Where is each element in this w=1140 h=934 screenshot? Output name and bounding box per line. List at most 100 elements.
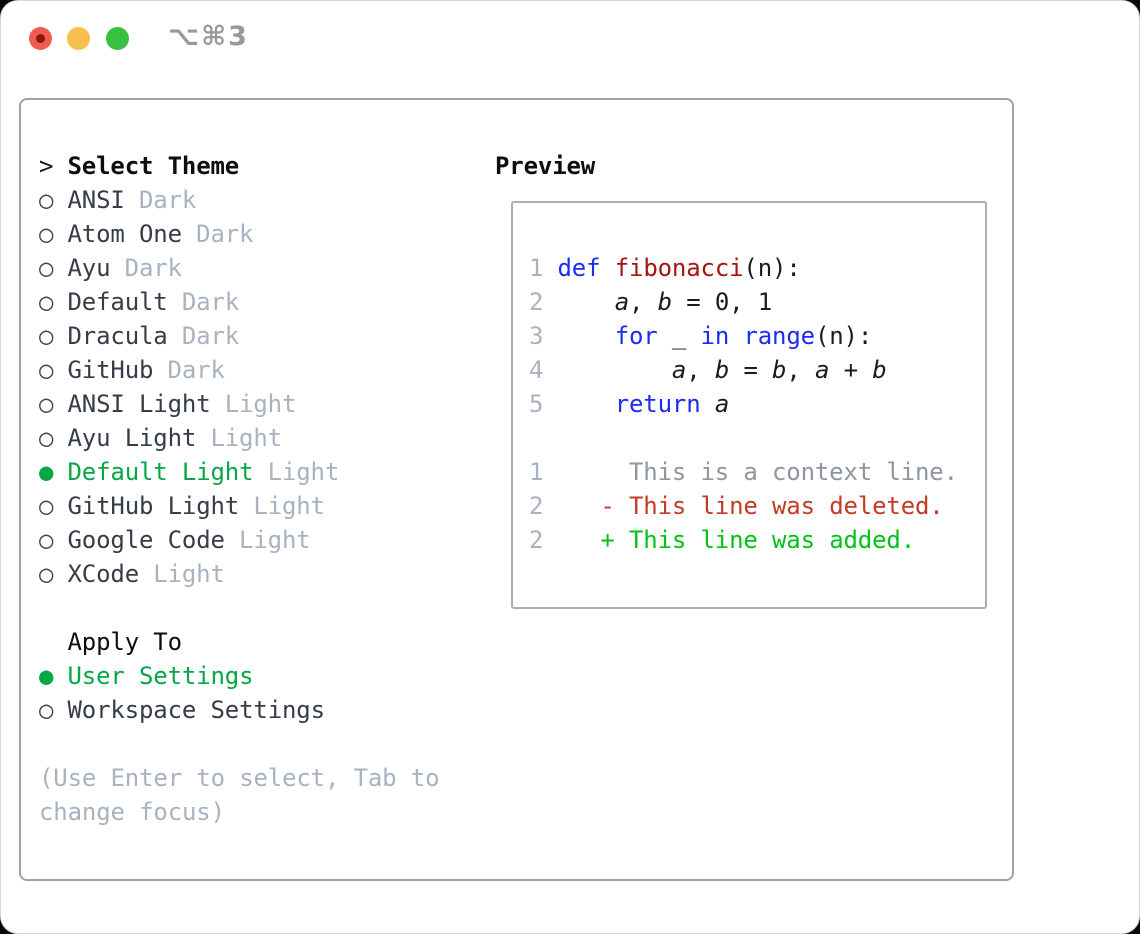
apply-option-user-settings[interactable]: ● User Settings [39,659,325,693]
apply-to-header: Apply To [39,625,325,659]
preview-line-9: 2 + This line was added. [529,523,958,557]
radio-icon: ○ [39,288,54,316]
line-number: 1 [529,254,544,282]
theme-item-ansi[interactable]: ○ ANSI Dark [39,183,339,217]
radio-icon: ○ [39,526,54,554]
preview-line-4: 4 a, b = b, a + b [529,353,958,387]
theme-item-xcode[interactable]: ○ XCode Light [39,557,339,591]
theme-item-label: ANSI Light [67,390,211,418]
line-number: 5 [529,390,544,418]
preview-title-row: Preview [495,149,595,183]
apply-to-block: Apply To ● User Settings ○ Workspace Set… [39,625,325,727]
theme-item-github-light[interactable]: ○ GitHub Light Light [39,489,339,523]
theme-item-dracula[interactable]: ○ Dracula Dark [39,319,339,353]
line-number: 3 [529,322,544,350]
theme-item-variant: Light [224,390,297,418]
line-number [529,421,543,455]
theme-item-default[interactable]: ○ Default Dark [39,285,339,319]
theme-item-label: Default Light [67,458,254,486]
line-number: 4 [529,356,544,384]
hint-line-2: change focus) [39,798,225,826]
maximize-button[interactable] [106,27,129,50]
preview-line-2: 2 a, b = 0, 1 [529,285,958,319]
tui-panel [19,98,1014,881]
radio-icon: ○ [39,390,54,418]
apply-option-workspace-settings[interactable]: ○ Workspace Settings [39,693,325,727]
apply-option-label: User Settings [67,662,254,690]
theme-item-ayu-light[interactable]: ○ Ayu Light Light [39,421,339,455]
apply-to-title: Apply To [67,628,183,656]
theme-item-label: GitHub Light [67,492,240,520]
preview-line-5: 5 return a [529,387,958,421]
theme-item-variant: Light [253,492,325,520]
theme-item-label: Ayu Light [67,424,197,452]
theme-item-atom-one[interactable]: ○ Atom One Dark [39,217,339,251]
radio-icon: ○ [39,322,54,350]
line-number: 2 [529,492,544,520]
theme-item-ansi-light[interactable]: ○ ANSI Light Light [39,387,339,421]
theme-item-variant: Dark [196,220,254,248]
theme-item-variant: Light [210,424,282,452]
theme-item-variant: Dark [167,356,225,384]
preview-line-1: 1 def fibonacci(n): [529,251,958,285]
theme-list-header: > Select Theme [39,149,339,183]
theme-item-label: GitHub [67,356,154,384]
radio-icon: ○ [39,356,54,384]
apply-option-label: Workspace Settings [67,696,326,724]
theme-item-variant: Light [267,458,340,486]
line-content: return a [614,390,730,418]
radio-icon: ○ [39,492,54,520]
hint-line-1: (Use Enter to select, Tab to [39,764,440,792]
theme-item-variant: Dark [181,322,240,350]
theme-item-variant: Dark [124,254,182,282]
theme-list-title: Select Theme [67,152,240,180]
theme-item-label: Default [67,288,168,316]
line-content: for _ in range(n): [614,322,873,350]
keyboard-hint: (Use Enter to select, Tab to change focu… [39,761,440,829]
radio-icon: ○ [39,220,54,248]
line-content: a, b = b, a + b [671,356,887,384]
close-button-dot [36,34,45,43]
line-number: 2 [529,526,544,554]
radio-icon: ○ [39,560,54,588]
prompt-cursor-icon: > [39,152,54,180]
line-content: This is a context line. [557,458,958,486]
theme-item-github[interactable]: ○ GitHub Dark [39,353,339,387]
theme-item-label: Atom One [67,220,183,248]
theme-item-default-light[interactable]: ● Default Light Light [39,455,339,489]
radio-icon: ○ [39,696,54,724]
line-content: def fibonacci(n): [557,254,801,282]
theme-item-label: Google Code [67,526,225,554]
line-number: 1 [529,458,544,486]
theme-item-variant: Light [153,560,225,588]
line-content: a, b = 0, 1 [614,288,773,316]
theme-item-google-code[interactable]: ○ Google Code Light [39,523,339,557]
radio-icon: ○ [39,186,54,214]
preview-line-3: 3 for _ in range(n): [529,319,958,353]
theme-item-variant: Dark [181,288,240,316]
line-content: + This line was added. [600,526,915,554]
minimize-button[interactable] [67,27,90,50]
preview-line-8: 2 - This line was deleted. [529,489,958,523]
close-button[interactable] [29,27,52,50]
radio-icon: ○ [39,254,54,282]
theme-item-label: ANSI [67,186,125,214]
theme-item-variant: Dark [138,186,197,214]
radio-icon: ● [39,662,54,690]
theme-item-label: XCode [67,560,140,588]
line-number: 2 [529,288,544,316]
theme-item-variant: Light [239,526,311,554]
preview-code: 1 def fibonacci(n): 2 a, b = 0, 1 3 for … [529,251,958,557]
radio-icon: ○ [39,424,54,452]
theme-item-label: Dracula [67,322,168,350]
window-shortcut-label: ⌥⌘3 [168,21,249,52]
radio-icon: ● [39,458,54,486]
theme-item-label: Ayu [67,254,111,282]
preview-line-6 [529,421,958,455]
theme-item-ayu[interactable]: ○ Ayu Dark [39,251,339,285]
preview-title: Preview [495,152,596,180]
theme-list: > Select Theme ○ ANSI Dark ○ Atom One Da… [39,149,339,591]
preview-pane [511,201,987,609]
line-content: - This line was deleted. [600,492,944,520]
